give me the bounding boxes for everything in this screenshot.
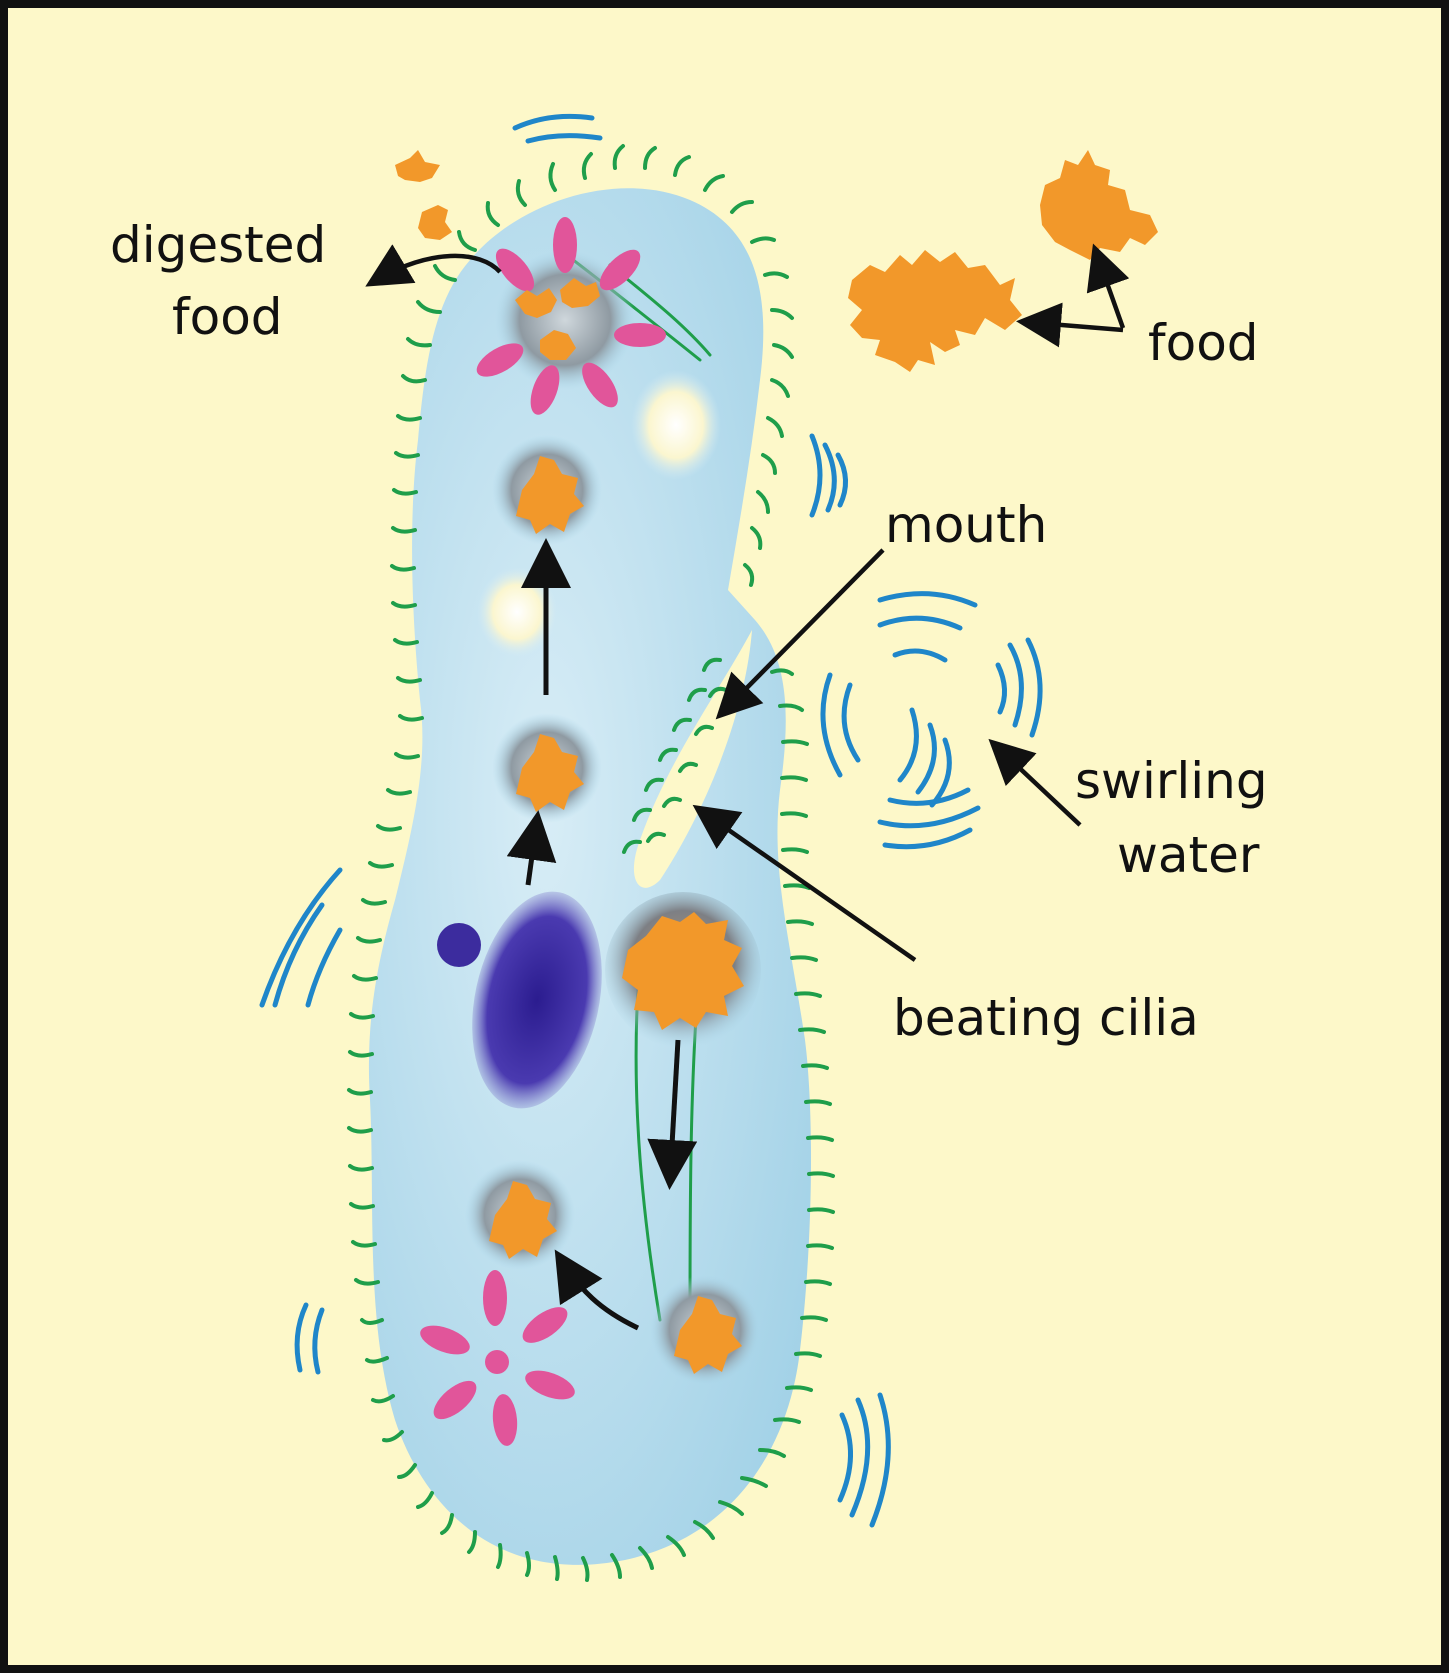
vacuole-glow-upper — [631, 370, 721, 480]
label-beating-cilia: beating cilia — [893, 989, 1199, 1047]
label-food: food — [1148, 314, 1259, 372]
food-vacuole-4 — [650, 1275, 760, 1385]
label-mouth: mouth — [885, 496, 1047, 554]
label-digested-food: food — [172, 288, 283, 346]
label-water: water — [1117, 826, 1260, 884]
food-vacuole-2 — [492, 713, 602, 823]
food-vacuole-3 — [465, 1160, 575, 1270]
label-swirling: swirling — [1075, 752, 1268, 810]
label-digested: digested — [110, 216, 326, 274]
food-vacuole-forming — [605, 892, 761, 1048]
food-vacuole-1 — [492, 435, 602, 545]
